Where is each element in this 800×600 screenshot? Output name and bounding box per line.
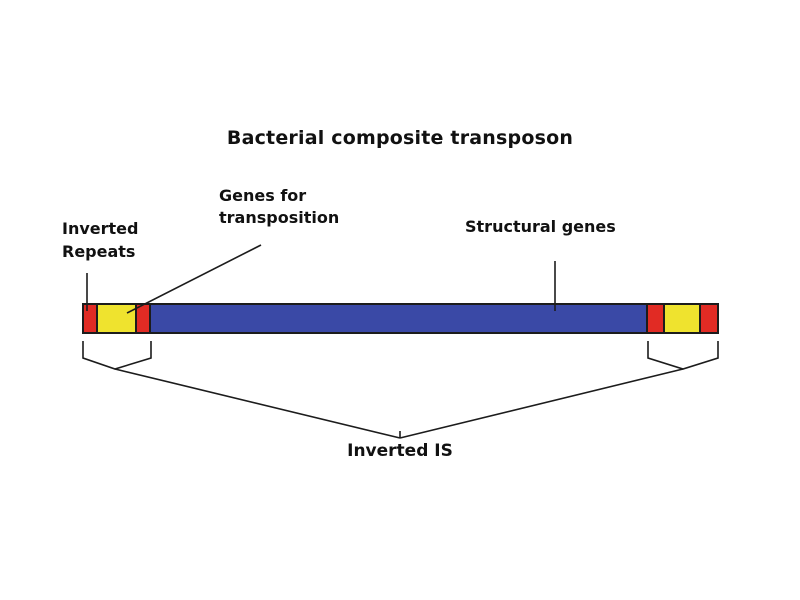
label-inverted-repeats-line2: Repeats: [62, 242, 136, 261]
segment-structural-genes: [149, 303, 648, 334]
label-genes-line2: transposition: [219, 208, 340, 227]
label-genes-for-transposition: Genes for transposition: [219, 185, 339, 229]
segment-right-transposition-genes: [663, 303, 701, 334]
label-inverted-is: Inverted IS: [347, 441, 453, 461]
bracket-left-is: [82, 341, 152, 370]
label-structural-genes: Structural genes: [465, 217, 616, 236]
label-inverted-repeats-line1: Inverted: [62, 219, 139, 238]
label-inverted-repeats: Inverted Repeats: [62, 217, 138, 263]
bracket-right-is: [647, 341, 719, 370]
diagram-title: Bacterial composite transposon: [226, 127, 574, 149]
leader-line-genes-for-transposition: [126, 244, 262, 314]
segment-right-inverted-repeat-inner: [646, 303, 665, 334]
segment-left-inverted-repeat-inner: [135, 303, 151, 334]
label-genes-line1: Genes for: [219, 186, 307, 205]
segment-right-inverted-repeat-outer: [699, 303, 719, 334]
bracket-line-right: [399, 368, 684, 439]
segment-left-transposition-genes: [96, 303, 137, 334]
bracket-line-left: [114, 368, 401, 439]
segment-left-inverted-repeat-outer: [82, 303, 98, 334]
